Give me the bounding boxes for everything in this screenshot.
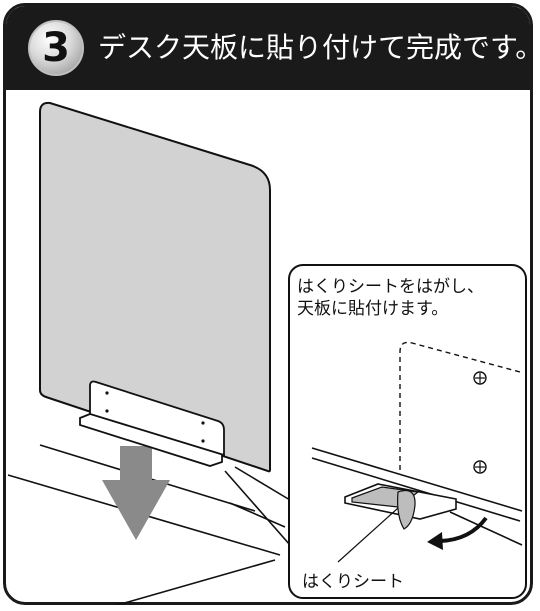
step-header: 3 デスク天板に貼り付けて完成です。 xyxy=(6,6,530,90)
peel-arrow-icon xyxy=(439,516,488,543)
detail-illustration xyxy=(311,341,523,563)
screw-icon xyxy=(473,460,487,474)
callout-instruction: はくりシートをはがし、 天板に貼付けます。 xyxy=(297,276,517,320)
step-number-badge: 3 xyxy=(28,20,84,76)
mounting-bracket xyxy=(79,380,225,467)
callout-line-1: はくりシートをはがし、 xyxy=(297,277,484,297)
callout-line-2: 天板に貼付けます。 xyxy=(297,299,449,319)
release-sheet-label: はくりシート xyxy=(302,572,404,592)
down-arrow-icon xyxy=(102,446,170,540)
callout-pointer xyxy=(224,466,291,546)
partition-panel xyxy=(39,101,271,473)
callout-box xyxy=(288,264,527,599)
step-number: 3 xyxy=(42,25,70,71)
step-title: デスク天板に貼り付けて完成です。 xyxy=(98,31,533,64)
assembly-illustration xyxy=(7,101,527,605)
screw-icon xyxy=(473,371,487,385)
